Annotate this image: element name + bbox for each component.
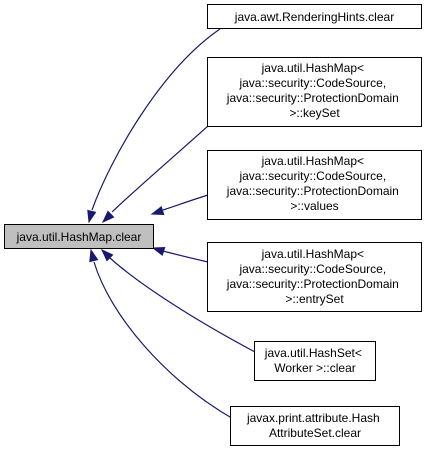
edges-layer <box>87 28 256 421</box>
node-hashset-worker-clear[interactable]: java.util.HashSet< Worker >::clear <box>254 341 376 381</box>
node-label-line: java::security::ProtectionDomain <box>226 91 399 105</box>
root-node[interactable]: java.util.HashMap.clear <box>4 224 154 249</box>
edge-hashset-arrowhead-icon <box>100 248 114 262</box>
node-hashmap-values[interactable]: java.util.HashMap< java::security::CodeS… <box>207 150 422 220</box>
edge-rendering-hints-arrowhead-icon <box>87 209 97 224</box>
svg-text:java.util.HashMap< java:: java.util.HashMap< java::security::CodeS… <box>226 154 402 213</box>
node-label-line: java.util.HashMap< <box>261 247 364 261</box>
node-hashmap-entryset[interactable]: java.util.HashMap< java::security::CodeS… <box>207 242 422 312</box>
edge-hashset <box>109 257 256 353</box>
node-label-line: java.util.HashMap< <box>261 154 364 168</box>
edge-keyset <box>111 125 209 213</box>
edge-values <box>162 194 209 211</box>
node-label-line: java::security::CodeSource, <box>238 262 386 276</box>
node-hash-attribute-set-clear[interactable]: javax.print.attribute.Hash AttributeSet.… <box>230 406 400 446</box>
node-label-line: java.util.HashSet< <box>264 346 362 360</box>
svg-text:java.awt.RenderingHints.clear: java.awt.RenderingHints.clear <box>234 10 394 24</box>
node-rendering-hints-clear[interactable]: java.awt.RenderingHints.clear <box>207 4 422 29</box>
node-box <box>207 242 422 312</box>
node-label-line: java.util.HashMap< <box>261 61 364 75</box>
node-label-line: >::entrySet <box>285 292 344 306</box>
node-box <box>207 150 422 220</box>
edge-rendering-hints <box>91 28 221 211</box>
node-box <box>207 57 422 127</box>
node-box <box>254 341 376 381</box>
node-label-line: java::security::CodeSource, <box>238 169 386 183</box>
edge-hash-attribute-arrowhead-icon <box>89 248 99 263</box>
edge-keyset-arrowhead-icon <box>101 210 115 224</box>
node-label-line: Worker >::clear <box>274 361 355 375</box>
node-label-line: java.awt.RenderingHints.clear <box>234 10 394 24</box>
edge-values-arrowhead-icon <box>150 206 165 216</box>
node-label-line: >::values <box>290 199 338 213</box>
node-label-line: AttributeSet.clear <box>269 426 361 440</box>
node-box <box>207 4 422 29</box>
svg-text:java.util.HashSet< Worke: java.util.HashSet< Worker >::clear <box>264 346 365 375</box>
svg-text:java.util.HashMap< java:: java.util.HashMap< java::security::CodeS… <box>226 61 402 120</box>
node-box <box>230 406 400 446</box>
edge-hash-attribute <box>93 261 236 421</box>
svg-text:java.util.HashMap< java:: java.util.HashMap< java::security::CodeS… <box>226 247 402 306</box>
node-label-line: java::security::ProtectionDomain <box>226 184 399 198</box>
edge-entryset <box>162 250 209 263</box>
edge-entryset-arrowhead-icon <box>151 246 166 256</box>
node-label-line: javax.print.attribute.Hash <box>246 411 380 425</box>
node-hashmap-keyset[interactable]: java.util.HashMap< java::security::CodeS… <box>207 57 422 127</box>
root-node-label: java.util.HashMap.clear <box>16 230 142 244</box>
node-label-line: java::security::ProtectionDomain <box>226 277 399 291</box>
node-label-line: >::keySet <box>289 106 340 120</box>
root-node-box <box>4 224 154 249</box>
svg-text:javax.print.attribute.Hash: javax.print.attribute.Hash AttributeSet.… <box>246 411 383 440</box>
node-label-line: java::security::CodeSource, <box>238 76 386 90</box>
